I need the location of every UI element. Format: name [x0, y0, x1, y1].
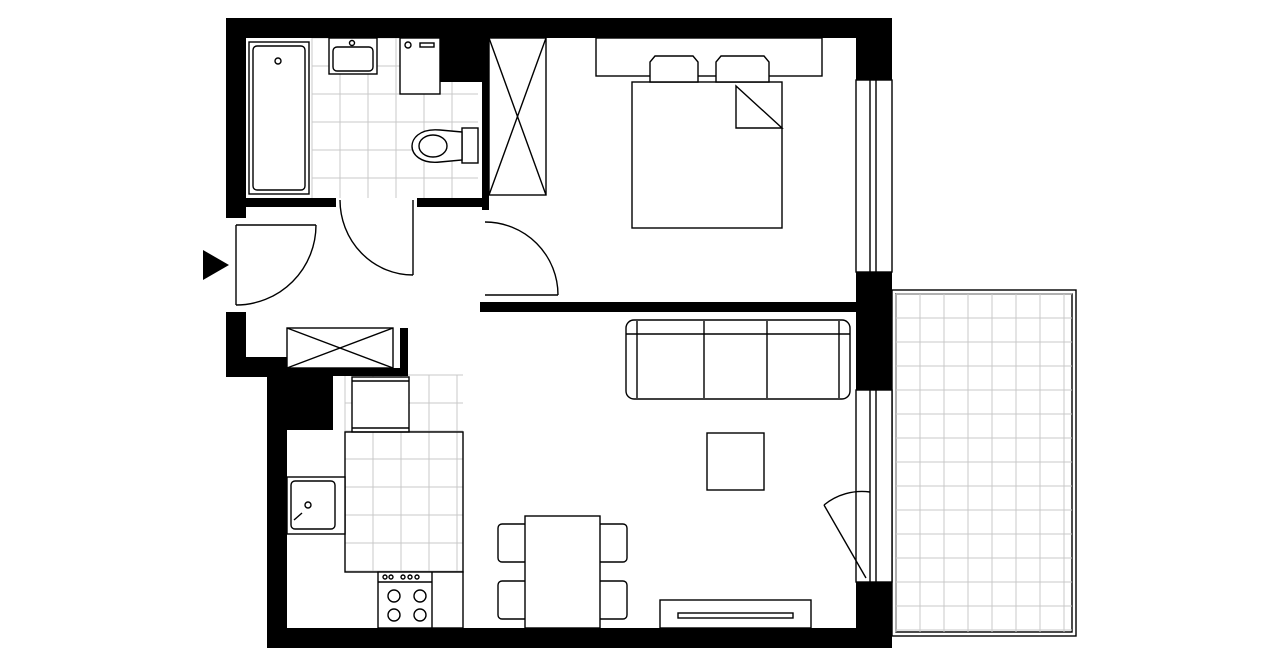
living-window — [855, 389, 893, 583]
walls — [226, 18, 892, 648]
washing-machine — [399, 37, 441, 95]
bathroom-sink — [328, 37, 378, 75]
bedroom-door[interactable] — [484, 221, 559, 296]
dining-set — [497, 515, 628, 629]
bathtub — [248, 41, 310, 195]
fridge — [351, 376, 410, 433]
triangle-arrow-icon — [203, 250, 229, 280]
kitchen-sink — [286, 476, 346, 535]
balcony-door[interactable] — [823, 490, 871, 579]
toilet — [411, 127, 479, 164]
bathroom-door[interactable] — [339, 199, 414, 276]
bedroom-window — [855, 79, 893, 273]
nightstands — [595, 37, 823, 77]
kitchen-counter — [344, 431, 464, 573]
balcony — [891, 289, 1077, 637]
stove — [377, 571, 464, 629]
sofa — [625, 319, 851, 400]
entrance-door[interactable] — [235, 224, 317, 306]
hall-closet — [286, 327, 394, 369]
coffee-table — [706, 432, 765, 491]
bed — [631, 55, 784, 229]
wardrobe — [488, 37, 547, 196]
tv-stand — [659, 599, 812, 629]
